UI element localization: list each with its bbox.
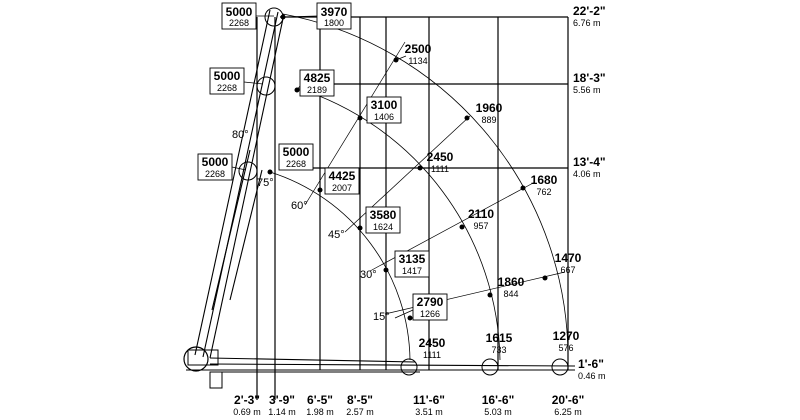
svg-text:45°: 45° [328,229,345,241]
svg-text:1266: 1266 [420,309,440,319]
svg-text:2790: 2790 [417,295,444,309]
height-labels: 22'-2" 6.76 m 18'-3" 5.56 m 13'-4" 4.06 … [573,4,606,381]
svg-text:15°: 15° [373,311,390,323]
svg-text:1.14 m: 1.14 m [268,407,296,417]
load-label-75-upper: 3970 1800 [316,2,352,30]
svg-text:1134: 1134 [408,56,427,66]
svg-text:3.51 m: 3.51 m [415,407,443,417]
load-points [267,14,548,321]
svg-text:30°: 30° [360,269,377,281]
plain-load-labels: 2500 1134 1960 889 2450 1111 2110 957 16… [405,42,582,360]
svg-text:1470: 1470 [555,251,582,265]
svg-text:2268: 2268 [286,159,306,169]
load-label-30-low: 3135 1417 [394,250,430,278]
svg-text:1111: 1111 [423,350,441,360]
load-label-60-low: 4425 2007 [324,167,360,195]
svg-text:2'-3": 2'-3" [234,393,260,407]
svg-text:5000: 5000 [283,145,310,159]
svg-text:6.25 m: 6.25 m [554,407,582,417]
svg-text:5000: 5000 [214,69,241,83]
svg-text:2268: 2268 [229,18,249,28]
load-label-75-mid: 4825 2189 [299,69,335,97]
svg-text:0.46 m: 0.46 m [578,371,606,381]
svg-text:18'-3": 18'-3" [573,71,606,85]
svg-text:2189: 2189 [307,85,327,95]
load-label-15-low: 2790 1266 [412,293,448,321]
svg-text:2268: 2268 [217,83,237,93]
svg-text:2110: 2110 [468,207,494,221]
load-label-75-low: 5000 2268 [278,143,314,171]
svg-text:16'-6": 16'-6" [482,393,515,407]
boxed-load-labels: 5000 2268 5000 2268 5000 2268 3970 1800 … [197,2,448,321]
svg-text:576: 576 [558,343,573,353]
svg-text:1615: 1615 [486,331,513,345]
svg-text:1406: 1406 [374,112,394,122]
svg-text:1111: 1111 [431,164,449,174]
svg-text:4.06 m: 4.06 m [573,169,601,179]
svg-text:2450: 2450 [419,336,446,350]
svg-text:1680: 1680 [531,173,558,187]
load-label-80-low: 5000 2268 [197,153,233,181]
svg-text:20'-6": 20'-6" [552,393,585,407]
radius-labels: 2'-3" 0.69 m 3'-9" 1.14 m 6'-5" 1.98 m 8… [233,393,584,417]
svg-text:1860: 1860 [498,275,525,289]
svg-text:844: 844 [503,289,518,299]
svg-text:0.69 m: 0.69 m [233,407,261,417]
boom-structure [183,7,576,389]
svg-text:2007: 2007 [332,183,352,193]
svg-text:3100: 3100 [371,98,398,112]
svg-text:3'-9": 3'-9" [269,393,295,407]
svg-text:1800: 1800 [324,18,344,28]
svg-text:11'-6": 11'-6" [413,393,445,407]
radius-arcs [269,13,569,361]
svg-text:667: 667 [560,265,575,275]
svg-text:1'-6": 1'-6" [578,357,604,371]
svg-text:957: 957 [473,221,488,231]
svg-text:60°: 60° [291,200,308,212]
load-label-80-upper: 5000 2268 [221,2,257,30]
svg-text:2.57 m: 2.57 m [346,407,374,417]
svg-text:762: 762 [536,187,551,197]
load-label-60-mid: 3100 1406 [366,96,402,124]
svg-text:5.03 m: 5.03 m [484,407,512,417]
svg-text:2450: 2450 [427,150,454,164]
svg-text:889: 889 [481,115,496,125]
svg-text:1624: 1624 [373,222,393,232]
svg-text:5000: 5000 [202,155,229,169]
svg-text:2500: 2500 [405,42,432,56]
svg-text:4425: 4425 [329,169,356,183]
svg-text:22'-2": 22'-2" [573,4,606,18]
svg-text:6.76 m: 6.76 m [573,18,601,28]
svg-text:80°: 80° [232,129,249,141]
svg-text:13'-4": 13'-4" [573,155,606,169]
svg-text:3970: 3970 [321,5,348,19]
angle-labels: 80° 75° 60° 45° 30° 15° [232,129,390,323]
svg-text:2268: 2268 [205,169,225,179]
svg-text:75°: 75° [257,177,274,189]
svg-text:3135: 3135 [399,252,426,266]
svg-text:1270: 1270 [553,329,580,343]
leader-lines [231,15,414,319]
svg-text:1417: 1417 [402,266,422,276]
svg-text:1.98 m: 1.98 m [306,407,334,417]
svg-text:733: 733 [491,345,506,355]
svg-text:5000: 5000 [226,5,253,19]
svg-text:6'-5": 6'-5" [307,393,333,407]
load-label-80-mid: 5000 2268 [209,67,245,95]
svg-text:8'-5": 8'-5" [347,393,373,407]
svg-text:3580: 3580 [370,208,397,222]
load-label-45-low: 3580 1624 [365,206,401,234]
svg-text:4825: 4825 [304,71,331,85]
svg-text:5.56 m: 5.56 m [573,85,601,95]
svg-text:1960: 1960 [476,101,503,115]
